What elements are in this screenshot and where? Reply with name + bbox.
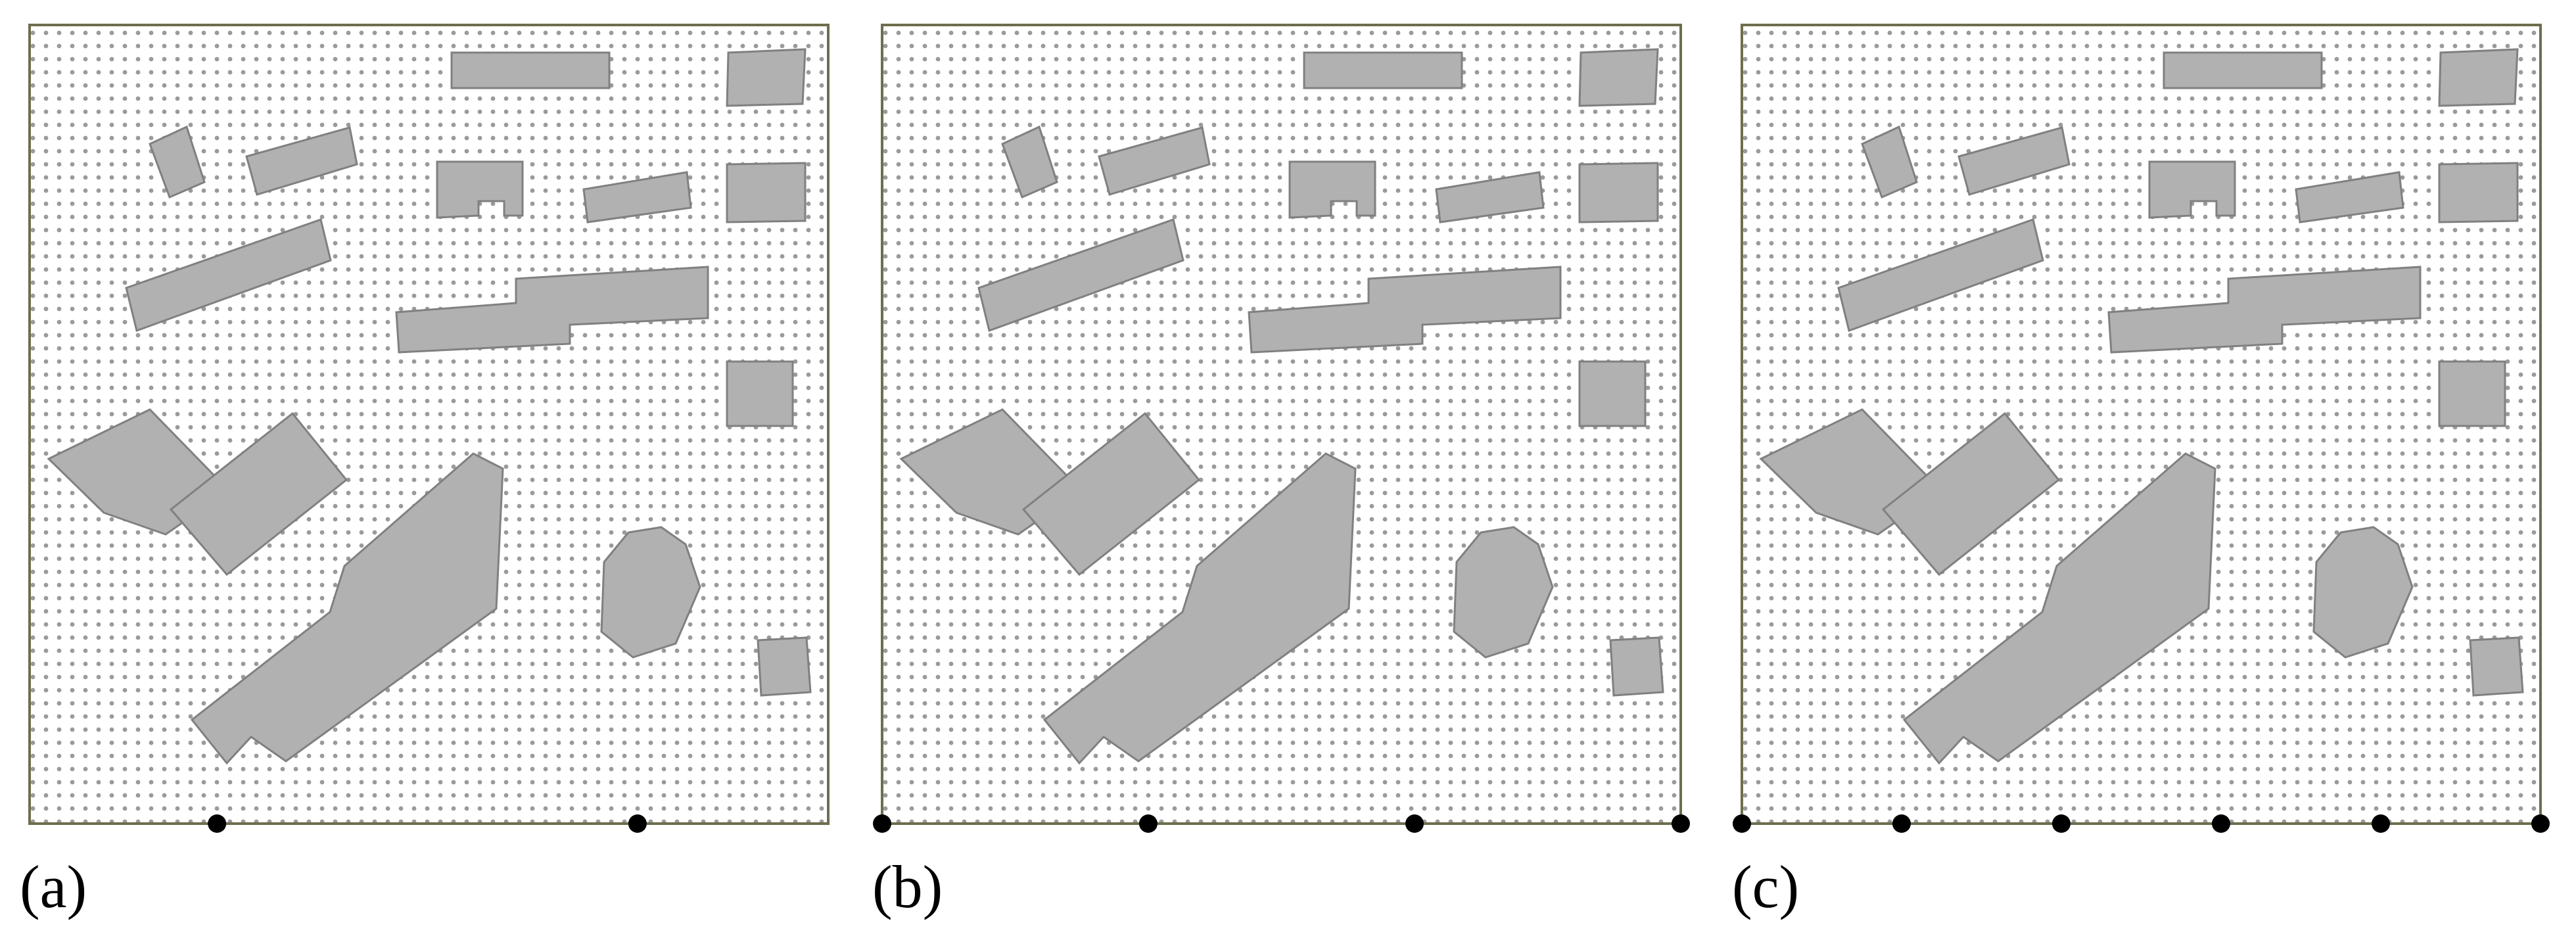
panel-caption: (b) <box>872 853 943 920</box>
panel-border <box>881 24 1682 825</box>
panel-c: (c) <box>1732 24 2550 920</box>
receiver-marker <box>1672 814 1690 833</box>
panel-border <box>1741 24 2542 825</box>
receiver-marker <box>628 814 647 833</box>
receiver-marker <box>2212 814 2230 833</box>
receiver-marker <box>1405 814 1424 833</box>
receiver-group <box>873 814 1690 833</box>
receiver-marker <box>2531 814 2550 833</box>
receiver-marker <box>1733 814 1751 833</box>
receiver-marker <box>2372 814 2390 833</box>
panel-a: (a) <box>20 24 830 920</box>
panel-border <box>28 24 830 825</box>
receiver-marker <box>873 814 891 833</box>
receiver-group <box>208 814 647 833</box>
receiver-marker <box>208 814 227 833</box>
receiver-marker <box>1892 814 1911 833</box>
receiver-group <box>1733 814 2550 833</box>
receiver-marker <box>1138 814 1158 833</box>
panel-b: (b) <box>872 24 1690 920</box>
receiver-marker <box>2052 814 2071 833</box>
panel-caption: (c) <box>1732 853 1799 920</box>
panel-caption: (a) <box>20 853 87 920</box>
